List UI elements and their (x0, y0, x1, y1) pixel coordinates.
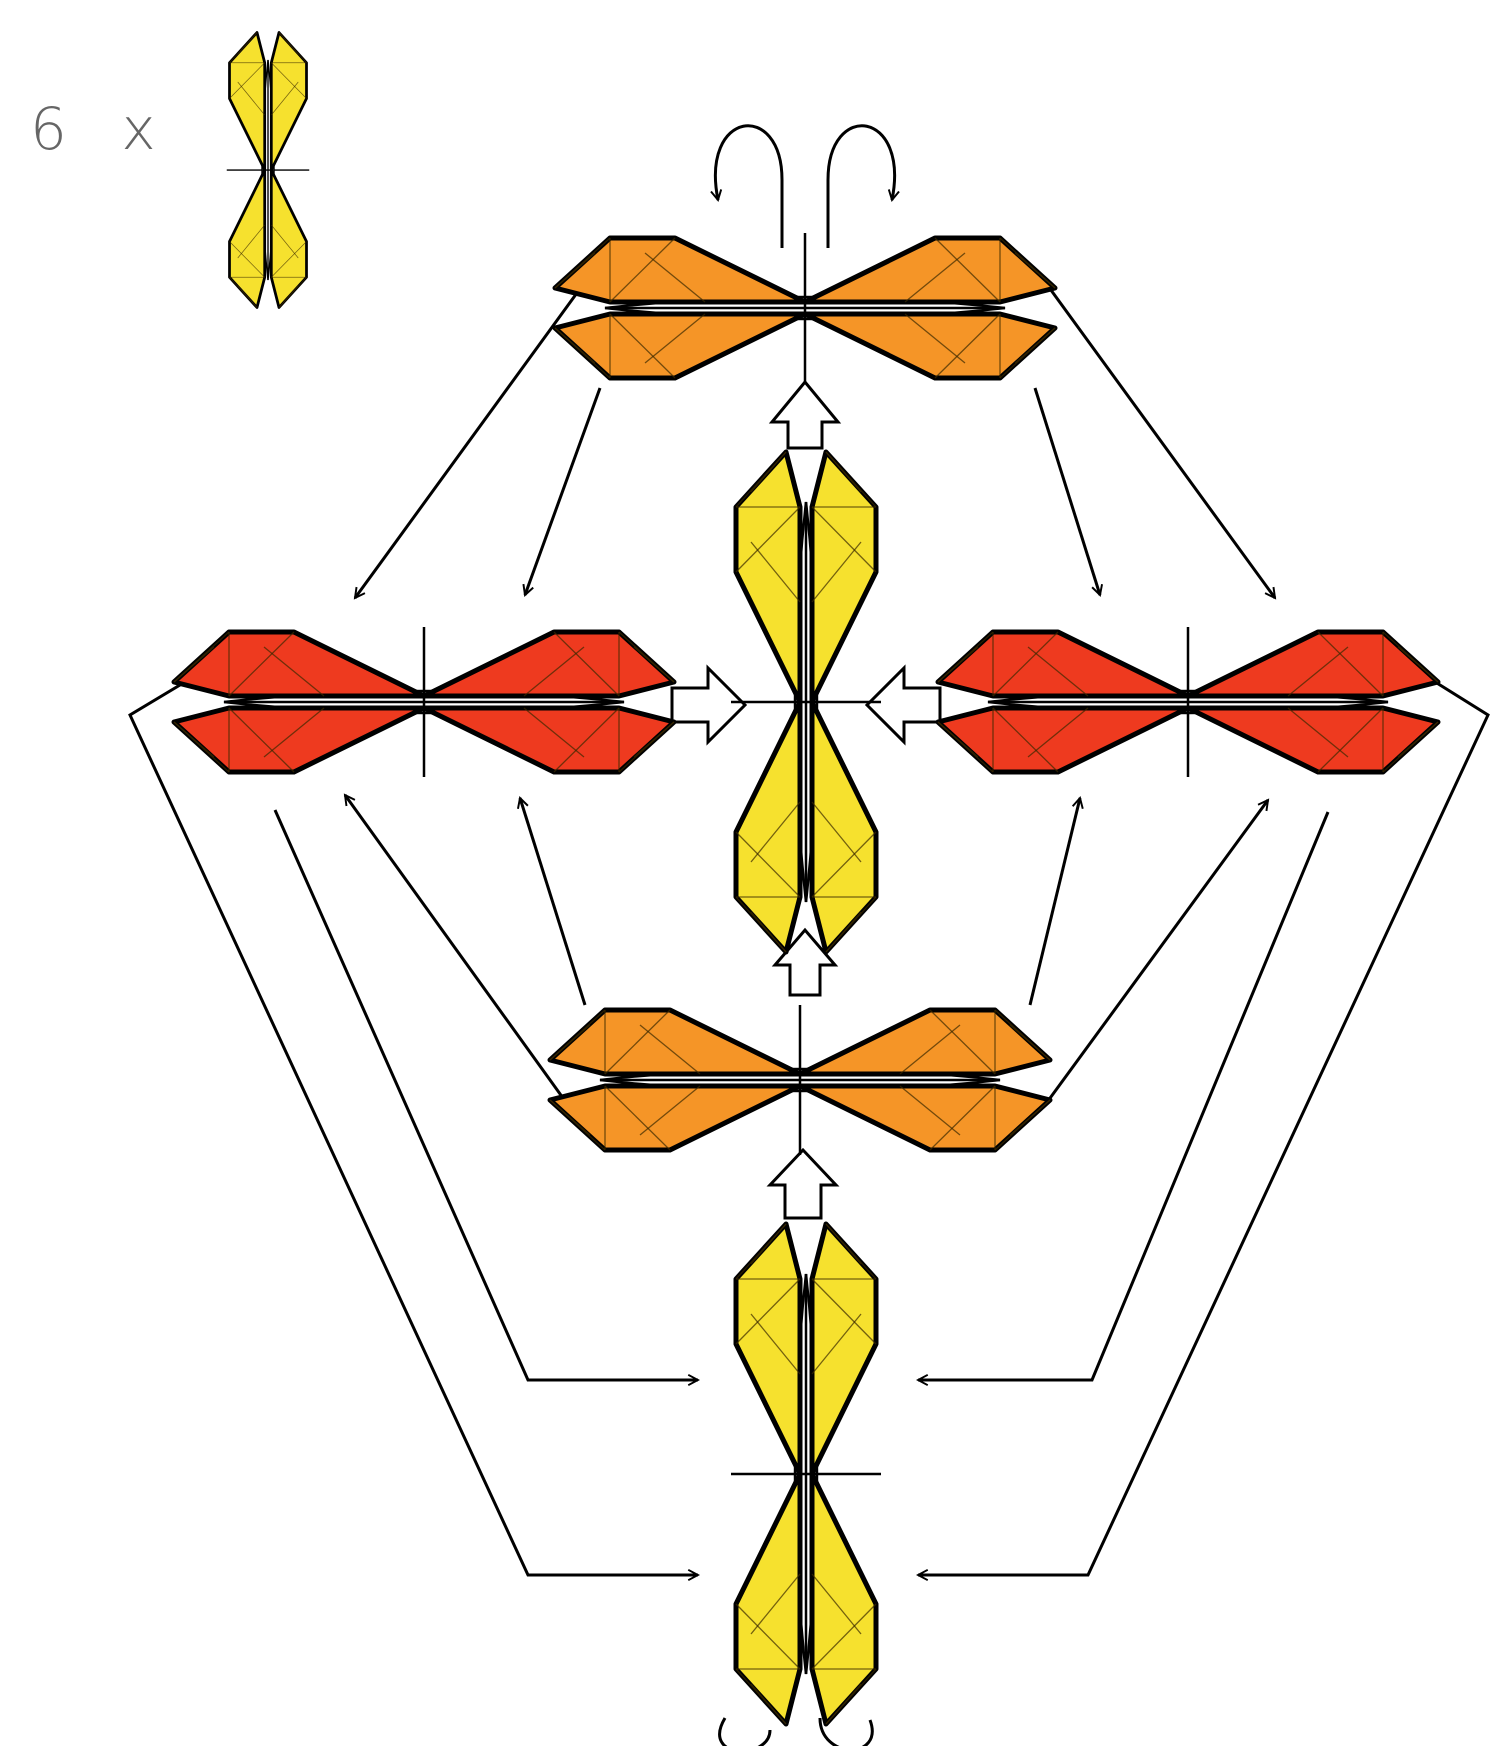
legend-unit-panel-bl (230, 32, 265, 170)
center-unit (731, 452, 881, 952)
origami-units (174, 32, 1438, 1724)
right-unit-panel-br (1188, 708, 1438, 772)
hollow-arrow-bottom-to-lower (770, 1150, 836, 1218)
top-unit-panel-br (805, 314, 1055, 378)
arrow-lower-to-right-inner (1030, 798, 1080, 1005)
left-unit-panel-bl (174, 708, 424, 772)
left-unit-panel-br (424, 708, 674, 772)
right-unit-panel-bl (938, 708, 1188, 772)
left-unit-panel-tl (174, 632, 424, 696)
arrow-top-to-left-outer (355, 275, 590, 598)
hollow-arrow-right-to-center (867, 668, 940, 742)
left-unit (174, 627, 674, 777)
top-unit (555, 233, 1055, 383)
arrow-top-to-left-inner (525, 388, 600, 595)
top-unit-panel-tr (805, 238, 1055, 302)
arrow-top-to-right-inner (1035, 388, 1100, 595)
right-unit-panel-tl (938, 632, 1188, 696)
bottom-unit-panel-tr (812, 1474, 876, 1724)
arrow-lower-to-left-inner (520, 798, 585, 1005)
bottom-unit-panel-tl (812, 1224, 876, 1474)
bottom-left-loop (720, 1718, 770, 1746)
left-unit-panel-tr (424, 632, 674, 696)
center-unit-panel-tl (812, 452, 876, 702)
hollow-arrow-center-to-top (772, 382, 838, 448)
lower-middle-unit-panel-tr (800, 1010, 1050, 1074)
top-right-loop-arrow (828, 126, 895, 248)
legend-unit-panel-tl (271, 32, 306, 170)
center-unit-panel-bl (736, 452, 800, 702)
right-unit (938, 627, 1438, 777)
top-unit-panel-tl (555, 238, 805, 302)
bottom-unit-panel-bl (736, 1224, 800, 1474)
legend-unit-panel-tr (271, 170, 306, 308)
bottom-unit-panel-br (736, 1474, 800, 1724)
arrow-lower-to-right-outer (1045, 800, 1268, 1105)
arrow-top-to-right-outer (1040, 275, 1275, 598)
top-left-loop-arrow (715, 126, 782, 248)
legend-unit-panel-br (230, 170, 265, 308)
lower-middle-unit-panel-bl (550, 1086, 800, 1150)
lower-middle-unit-panel-tl (550, 1010, 800, 1074)
lower-middle-unit (550, 1005, 1050, 1155)
right-unit-panel-tr (1188, 632, 1438, 696)
lower-middle-unit-panel-br (800, 1086, 1050, 1150)
legend-unit (227, 32, 310, 307)
top-unit-panel-bl (555, 314, 805, 378)
hollow-arrow-left-to-center (672, 668, 745, 742)
center-unit-panel-br (736, 702, 800, 952)
center-unit-panel-tr (812, 702, 876, 952)
bottom-unit (731, 1224, 881, 1724)
